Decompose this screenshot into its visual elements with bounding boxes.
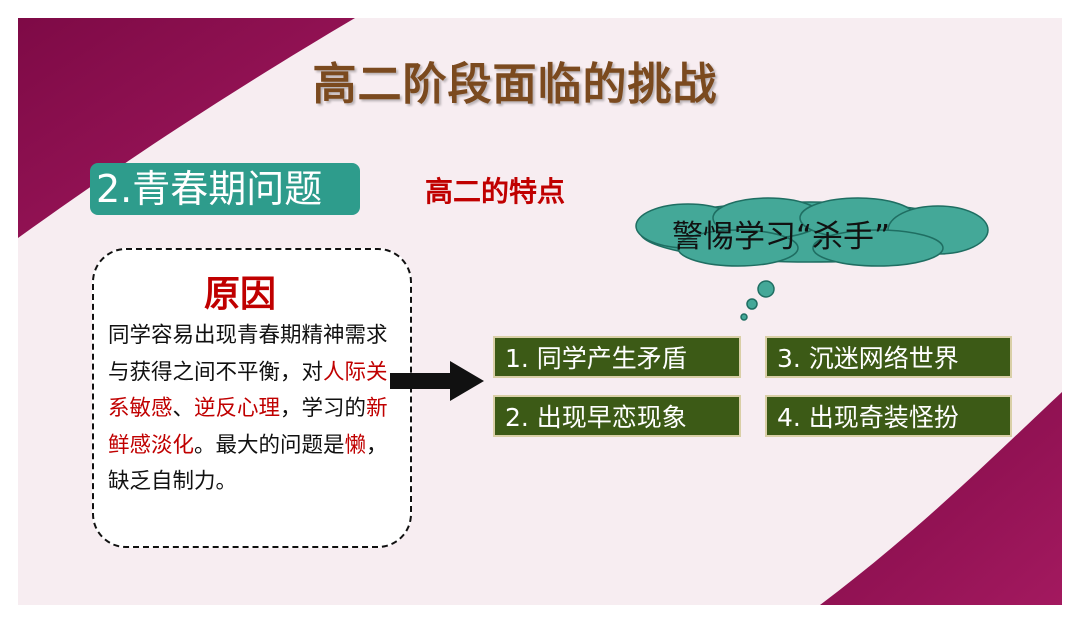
slide-title: 高二阶段面临的挑战 bbox=[312, 59, 718, 110]
reason-highlight: 人际关系敏感 bbox=[108, 359, 388, 422]
reason-title: 原因 bbox=[203, 274, 276, 315]
cloud-text: 警惕学习“杀手” bbox=[672, 219, 891, 255]
challenge-item-2: 2. 出现早恋现象 bbox=[493, 395, 741, 437]
reason-text: 同学容易出现青春期精神需求与获得之间不平衡，对人际关系敏感、逆反心理，学习的新鲜… bbox=[108, 318, 408, 501]
feature-heading: 高二的特点 bbox=[425, 175, 566, 208]
reason-text-part: 、 bbox=[172, 396, 195, 421]
reason-highlight: 逆反心理 bbox=[194, 396, 281, 421]
reason-text-part: ，缺乏自制力。 bbox=[108, 432, 388, 495]
reason-text-part: ，学习的 bbox=[280, 396, 367, 421]
right-arrow-icon bbox=[390, 361, 484, 401]
challenge-item-1: 1. 同学产生矛盾 bbox=[493, 336, 741, 378]
reason-text-part: 同学容易出现青春期精神需求与获得之间不平衡，对 bbox=[108, 323, 388, 385]
challenge-item-3: 3. 沉迷网络世界 bbox=[765, 336, 1012, 378]
top-left-accent bbox=[18, 18, 355, 238]
thought-cloud bbox=[635, 197, 989, 321]
reason-box bbox=[92, 248, 412, 548]
reason-highlight: 懒 bbox=[344, 432, 367, 458]
reason-highlight: 新鲜感淡化 bbox=[108, 396, 388, 458]
section-tag: 2.青春期问题 bbox=[90, 163, 360, 215]
bottom-right-accent bbox=[820, 392, 1062, 605]
reason-text-part: 。最大的问题是 bbox=[194, 432, 345, 458]
challenge-item-4: 4. 出现奇装怪扮 bbox=[765, 395, 1012, 437]
